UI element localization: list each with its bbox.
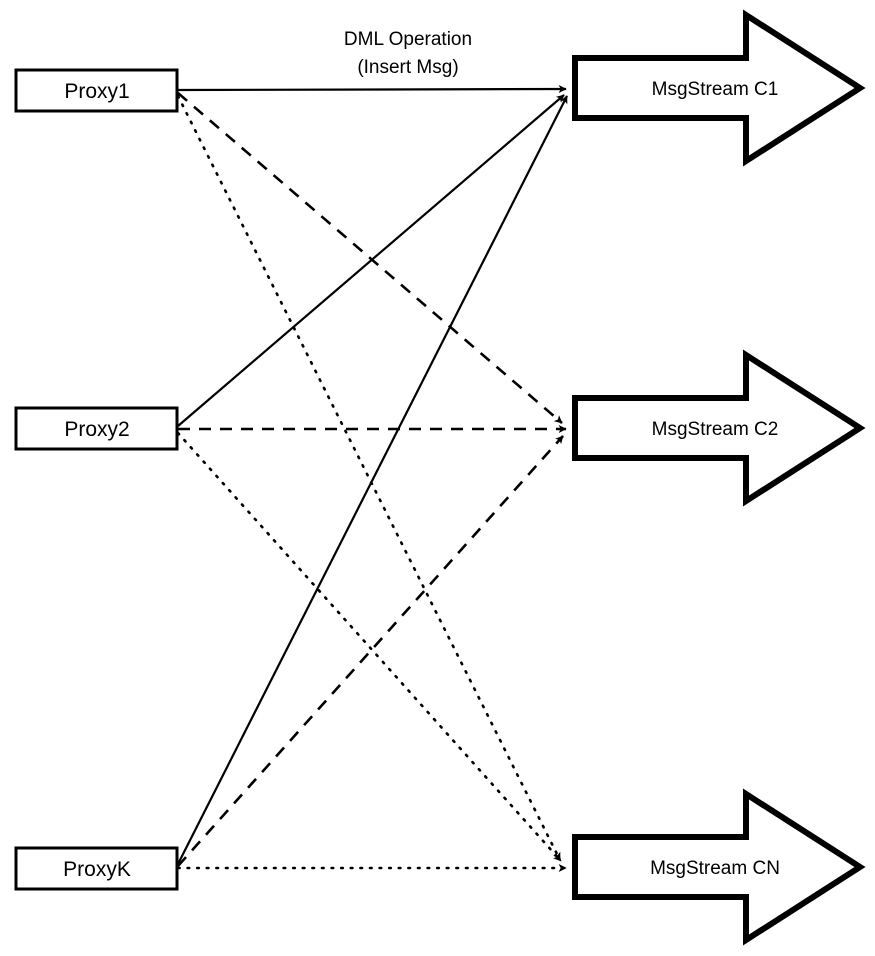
proxy-node-proxy1[interactable]: Proxy1 (14, 68, 179, 113)
edge-label-line2: (Insert Msg) (357, 57, 458, 78)
proxyk-label: ProxyK (63, 858, 131, 881)
edge-proxy1-to-msgstream-c2[interactable] (177, 92, 563, 424)
msgstream-cn-label: MsgStream CN (650, 858, 780, 879)
proxy2-label: Proxy2 (64, 418, 129, 441)
edge-proxy1-to-msgstream-c1[interactable] (177, 85, 567, 94)
proxy1-label: Proxy1 (64, 80, 129, 103)
msgstream-node-cn[interactable]: MsgStream CN (572, 788, 866, 946)
proxy-node-proxy2[interactable]: Proxy2 (14, 406, 179, 451)
edge-layer (176, 85, 568, 872)
edge-label-dml-operation: DML Operation (Insert Msg) (344, 29, 472, 78)
edge-proxy2-to-msgstream-cn[interactable] (176, 431, 563, 863)
proxy-node-proxyk[interactable]: ProxyK (14, 846, 179, 891)
msgstream-c1-arrow-shape[interactable] (572, 9, 866, 167)
msgstream-c2-label: MsgStream C2 (652, 419, 779, 440)
msgstream-node-c1[interactable]: MsgStream C1 (572, 9, 866, 167)
edge-label-line1: DML Operation (344, 29, 472, 50)
edge-proxyk-to-msgstream-c1[interactable] (177, 95, 568, 865)
msgstream-cn-arrow-shape[interactable] (572, 788, 866, 946)
edge-proxy2-to-msgstream-c1[interactable] (177, 94, 565, 427)
msgstream-c1-label: MsgStream C1 (652, 79, 779, 100)
msgstream-c2-arrow-shape[interactable] (572, 349, 866, 507)
edge-proxy1-to-msgstream-cn[interactable] (176, 94, 562, 862)
edge-proxyk-to-msgstream-c2[interactable] (177, 435, 564, 867)
proxyk-box[interactable] (14, 846, 179, 891)
msgstream-node-c2[interactable]: MsgStream C2 (572, 349, 866, 507)
proxy1-box[interactable] (14, 68, 179, 113)
proxy2-box[interactable] (14, 406, 179, 451)
